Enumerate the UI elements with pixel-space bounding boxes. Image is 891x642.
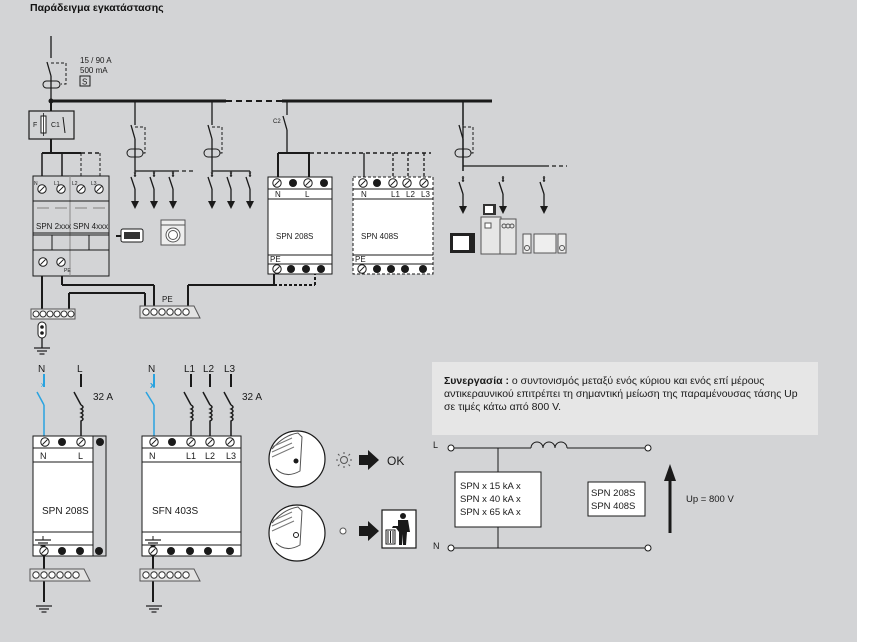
branch-2 <box>203 100 254 209</box>
spn-208s-terminal-l: L <box>305 190 310 199</box>
lamp-on-icon <box>336 452 352 468</box>
ok-label: OK <box>387 454 404 468</box>
coordination-schematic <box>447 441 676 552</box>
secondary-spd-208s: SPN 208S <box>591 488 635 499</box>
branch-1 <box>126 100 195 209</box>
spn-408s-terminal-l3: L3 <box>421 190 430 199</box>
spn-208s-pe: PE <box>270 255 281 264</box>
primary-spd-65ka: SPN x 65 kA x <box>460 507 521 518</box>
branch-c2 <box>277 101 431 178</box>
upstream-protection <box>28 101 75 140</box>
spn-408s-module <box>352 176 434 275</box>
wiring-208s-rating: 32 A <box>93 392 113 403</box>
wiring-408s-l3: L3 <box>224 364 236 375</box>
main-incoming-breaker <box>42 36 67 104</box>
coord-line-label: L <box>433 440 438 450</box>
pe-bar-label: PE <box>162 295 173 304</box>
breaker-c1-label: C1 <box>51 122 60 129</box>
note-text: ο συντονισμός μεταξύ ενός κύριου και ενό… <box>444 375 798 413</box>
wiring-408s-terminal-n: N <box>149 451 156 461</box>
spn-408s-pe: PE <box>355 255 366 264</box>
arrow-right-icon <box>359 450 379 470</box>
earth-link <box>33 321 51 355</box>
coordination-note: Συνεργασία : ο συντονισμός μεταξύ ενός κ… <box>432 362 818 435</box>
note-heading: Συνεργασία : <box>444 375 509 387</box>
main-breaker-rating: 15 / 90 A <box>80 56 112 65</box>
type-s-label: S <box>82 78 87 87</box>
spn-408s-name: SPN 408S <box>361 232 398 241</box>
spn-408s-terminal-l2: L2 <box>406 190 415 199</box>
up-voltage-label: Up = 800 V <box>686 494 734 505</box>
upstream-terminal-l3: L3 <box>91 181 97 187</box>
wiring-408s-terminal-l1: L1 <box>186 451 196 461</box>
pe-wiring <box>41 274 316 312</box>
motor-icon <box>116 228 144 243</box>
trash-bin-icon <box>381 509 417 549</box>
wiring-208s-l: L <box>77 364 83 375</box>
primary-spd-40ka: SPN x 40 kA x <box>460 494 521 505</box>
spn-208s-name: SPN 208S <box>276 232 313 241</box>
spn-2xxx-label: SPN 2xxx <box>36 222 71 231</box>
spn-408s-terminal-n: N <box>361 190 367 199</box>
earth-terminal-strip <box>30 308 76 320</box>
primary-spd-15ka: SPN x 15 kA x <box>460 481 521 492</box>
wiring-408s-name: SFN 403S <box>152 506 198 517</box>
spn-208s-module <box>267 176 333 275</box>
main-breaker-sensitivity: 500 mA <box>80 66 108 75</box>
svg-text:x: x <box>150 380 155 390</box>
wiring-408s-terminal-l2: L2 <box>205 451 215 461</box>
page-title: Παράδειγμα εγκατάστασης <box>30 2 164 14</box>
wiring-408s-l2: L2 <box>203 364 215 375</box>
earth-bar-208s <box>29 568 91 582</box>
wiring-208s-n: N <box>38 364 45 375</box>
wiring-408s-rating: 32 A <box>242 392 262 403</box>
indicator-replace-row <box>268 504 417 562</box>
secondary-spd-408s: SPN 408S <box>591 501 635 512</box>
upstream-terminal-l2: L2 <box>72 181 78 187</box>
arrow-right-icon <box>359 521 379 541</box>
spn-408s-terminal-l1: L1 <box>391 190 400 199</box>
fuse-label: F <box>33 122 37 129</box>
secondary-spd-box <box>587 481 646 517</box>
type-s-badge <box>79 75 91 87</box>
wiring-408s-l1: L1 <box>184 364 196 375</box>
spn-208s-lower-frame <box>32 435 107 557</box>
spn-4xxx-label: SPN 4xxx <box>73 222 108 231</box>
hifi-icon <box>522 233 567 254</box>
wiring-408s: x <box>141 374 242 613</box>
coord-neutral-label: N <box>433 541 440 551</box>
lamp-off-icon <box>339 527 347 535</box>
upstream-terminal-l1: L1 <box>54 181 60 187</box>
wiring-208s: x <box>32 374 104 613</box>
earth-bar-408s <box>139 568 201 582</box>
spn-208s-terminal-n: N <box>275 190 281 199</box>
voltage-arrow-icon <box>664 464 676 481</box>
svg-text:x: x <box>41 382 45 389</box>
computer-icon <box>483 204 496 215</box>
upstream-terminal-n: N <box>34 181 38 187</box>
tv-icon <box>450 233 475 253</box>
wiring-208s-name: SPN 208S <box>42 506 89 517</box>
indicator-ok-row <box>268 430 379 488</box>
kitchen-icon <box>480 216 517 255</box>
wiring-408s-n: N <box>148 364 155 375</box>
washing-machine-icon <box>160 219 186 246</box>
breaker-c2-label: C2 <box>273 119 281 125</box>
wiring-208s-terminal-l: L <box>78 451 83 461</box>
wiring-208s-terminal-n: N <box>40 451 47 461</box>
primary-spd-box <box>454 471 542 528</box>
branch-3 <box>454 100 567 214</box>
pe-earth-bar <box>139 305 201 319</box>
inductor-symbol <box>530 441 568 449</box>
wiring-408s-terminal-l3: L3 <box>226 451 236 461</box>
spn-main-module <box>32 175 110 277</box>
upstream-pe-label: PE <box>64 268 71 274</box>
